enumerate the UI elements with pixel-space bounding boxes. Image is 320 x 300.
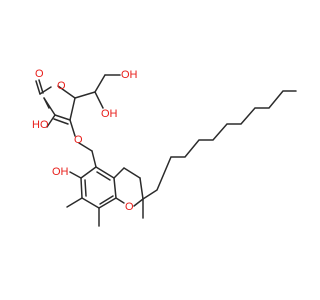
- bond: [46, 114, 56, 128]
- side-chain-hydroxyl-upper: OH: [121, 69, 138, 81]
- bond: [91, 150, 97, 168]
- furanone-ring-oxygen: O: [57, 80, 66, 92]
- bonds: [35, 74, 297, 227]
- bond: [95, 166, 115, 179]
- bond: [99, 195, 114, 205]
- bond: [78, 142, 93, 152]
- bond: [69, 171, 82, 179]
- alkyl-chain: [142, 90, 297, 200]
- bond: [98, 197, 117, 209]
- enol-hydroxyl: HO: [32, 119, 49, 131]
- bond: [113, 177, 117, 199]
- bond: [74, 91, 96, 99]
- bond: [80, 166, 97, 179]
- side-chain-hydroxyl-lower: OH: [101, 108, 118, 120]
- bond: [84, 179, 87, 197]
- bond: [113, 167, 125, 179]
- bond: [115, 197, 125, 204]
- chemical-structure: O O HO O OH OH OH O: [32, 68, 297, 227]
- bond: [94, 91, 104, 109]
- bond: [133, 198, 144, 207]
- phenol-hydroxyl: OH: [52, 166, 69, 178]
- bond: [53, 118, 69, 125]
- bond: [81, 197, 100, 209]
- bond: [123, 167, 141, 179]
- bond: [39, 86, 52, 95]
- bond: [66, 197, 83, 208]
- bond: [80, 177, 83, 199]
- bond: [139, 177, 144, 200]
- bond: [38, 79, 44, 94]
- bond: [57, 85, 76, 99]
- bond: [43, 97, 50, 109]
- ether-oxygen: O: [74, 134, 83, 146]
- lactone-carbonyl-oxygen: O: [35, 68, 44, 80]
- bond: [54, 114, 71, 121]
- bond: [35, 80, 41, 95]
- chroman-ring-oxygen: O: [125, 201, 134, 213]
- bond: [69, 97, 76, 121]
- bond: [69, 119, 76, 137]
- bond: [94, 74, 106, 93]
- atom-labels: O O HO O OH OH OH O: [32, 68, 138, 213]
- bond: [96, 171, 111, 181]
